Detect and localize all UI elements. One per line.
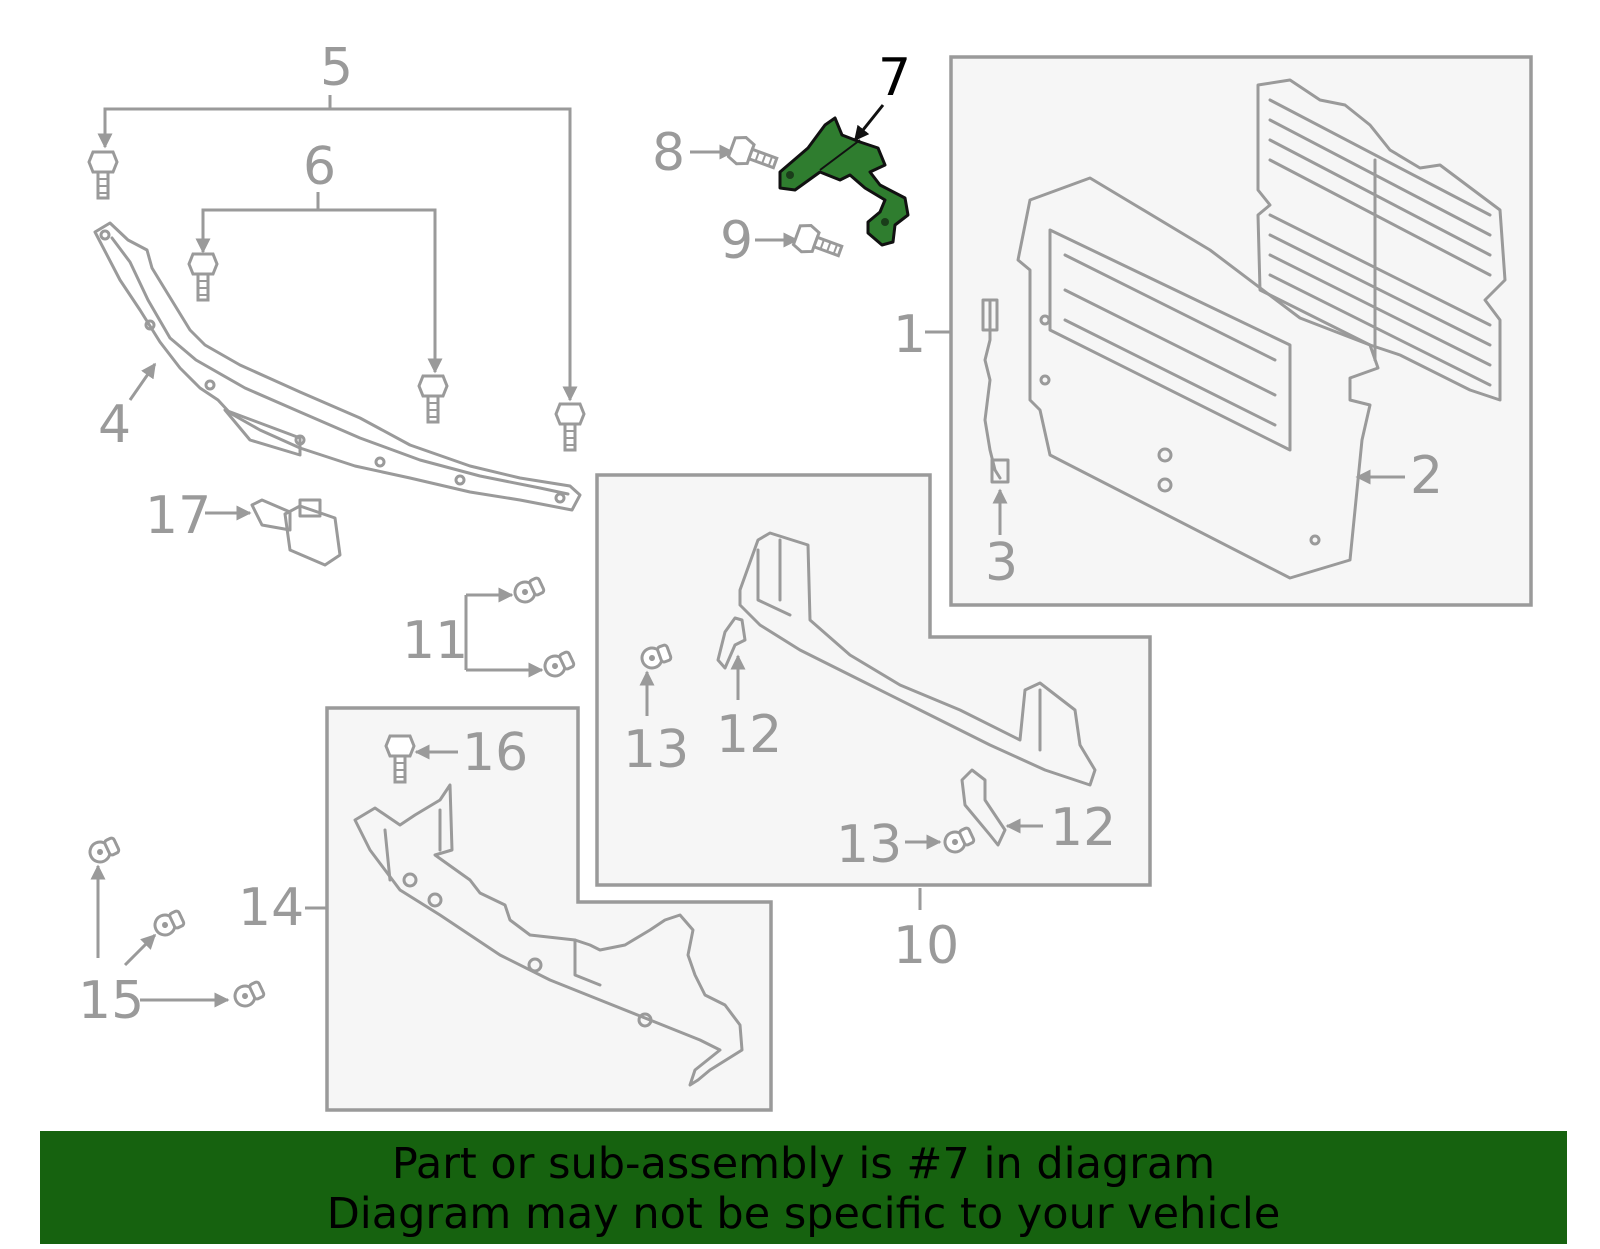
callout-8: 8 [652,123,685,183]
clip-part-13-upper [637,640,674,716]
reinforcement-bar-part-4 [93,221,582,512]
callout-1: 1 [893,305,926,365]
callout-2: 2 [1410,446,1443,506]
callout-4: 4 [98,395,131,455]
callout-13-upper: 13 [623,720,689,780]
bolt-part-16 [384,734,458,784]
bolt-part-6-left [187,252,219,302]
bolt-part-6-right [417,374,449,424]
banner-line-1: Part or sub-assembly is #7 in diagram [391,1139,1216,1189]
callout-15: 15 [78,971,144,1031]
clip-part-11 [464,573,578,681]
callout-5: 5 [320,38,353,98]
bolt-part-5-left [87,150,119,200]
callout-16: 16 [462,723,528,783]
callout-7: 7 [878,48,911,108]
bolt-part-5-right [554,402,586,452]
clip-part-13-lower [905,823,978,857]
leader-4 [128,362,157,401]
callout-10: 10 [893,916,959,976]
callout-11: 11 [402,611,468,671]
info-banner: Part or sub-assembly is #7 in diagram Di… [40,1131,1567,1244]
grille-shutter-part-2 [1256,78,1507,485]
bolt-part-9 [755,220,847,266]
clip-part-12-lower [960,768,1043,847]
callout-3: 3 [985,533,1018,593]
leader-6 [195,192,443,374]
sensor-part-17 [205,498,342,567]
callout-13-lower: 13 [836,815,902,875]
leader-5 [97,95,578,402]
box-assembly-1 [949,55,1533,607]
clip-part-12-upper [716,616,747,700]
callout-12-lower: 12 [1050,798,1116,858]
absorber-part-10 [738,531,1097,910]
shutter-assembly-part-1 [925,176,1380,580]
bolt-part-8 [690,132,782,178]
box-assembly-10 [595,473,1152,887]
callout-6: 6 [303,137,336,197]
callout-14: 14 [238,878,304,938]
harness-part-3 [981,298,1010,535]
bracket-part-7 [778,104,910,247]
banner-line-2: Diagram may not be specific to your vehi… [326,1189,1281,1239]
callout-12-upper: 12 [716,705,782,765]
callout-17: 17 [145,486,211,546]
lower-support-part-14 [305,783,744,1087]
box-assembly-14 [325,706,773,1112]
clip-part-15 [85,833,268,1011]
callout-9: 9 [720,211,753,271]
